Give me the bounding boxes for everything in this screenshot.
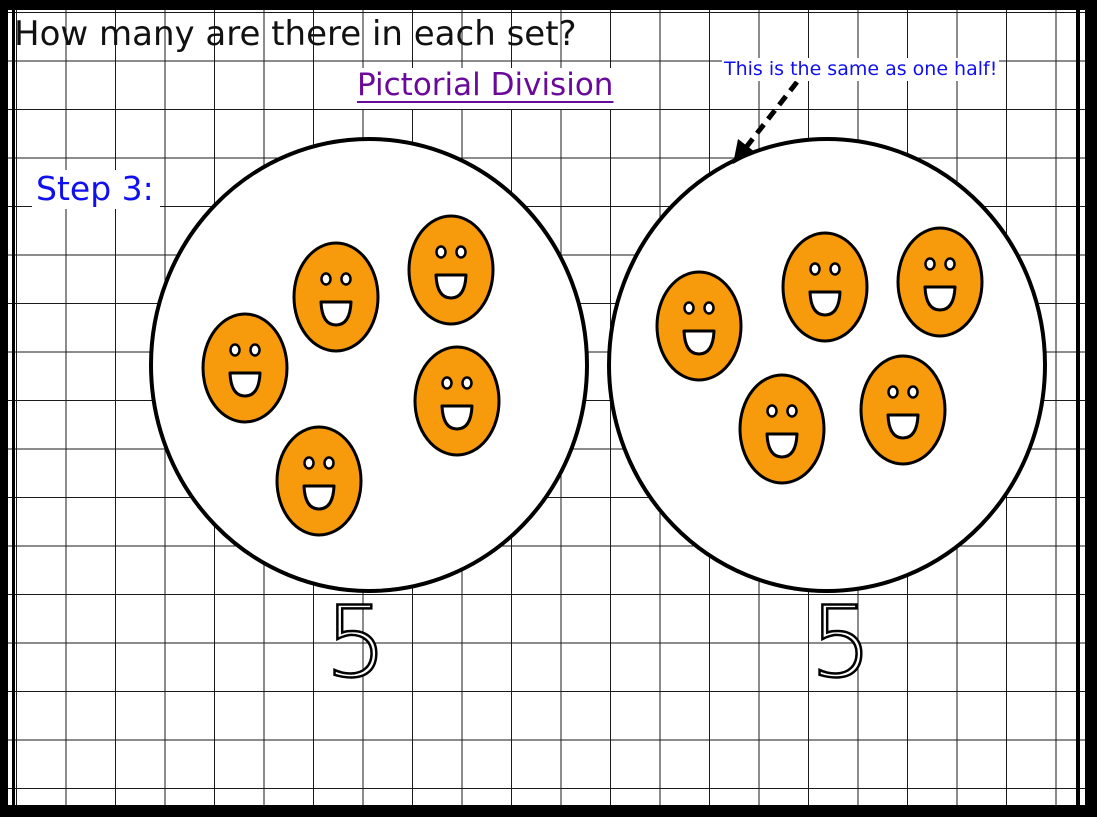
page-title: Pictorial Division [355,68,616,109]
smiley-face-icon [738,373,826,485]
smiley-face-icon [655,270,743,382]
smiley-face-icon [896,226,984,338]
smiley-face-icon [407,214,495,326]
frame-bottom [0,805,1097,817]
pointer-arrow [733,80,799,164]
smiley-face-icon [201,312,289,424]
set-1-count: 5 [325,586,387,700]
smiley-face-icon [859,354,947,466]
frame-top [0,0,1097,10]
step-label: Step 3: [32,170,160,209]
set-2-count: 5 [810,586,872,700]
set-1-faces [201,214,501,537]
frame-left [0,0,8,817]
frame-right-inner [1076,10,1080,805]
set-2-faces [655,226,984,485]
smiley-face-icon [781,231,869,343]
smiley-face-icon [413,345,501,457]
question-text: How many are there in each set? [14,14,577,54]
frame-right [1085,0,1097,817]
smiley-face-icon [275,425,363,537]
smiley-face-icon [292,241,380,353]
frame-left-inner [12,10,15,805]
half-note: This is the same as one half! [722,58,1000,81]
